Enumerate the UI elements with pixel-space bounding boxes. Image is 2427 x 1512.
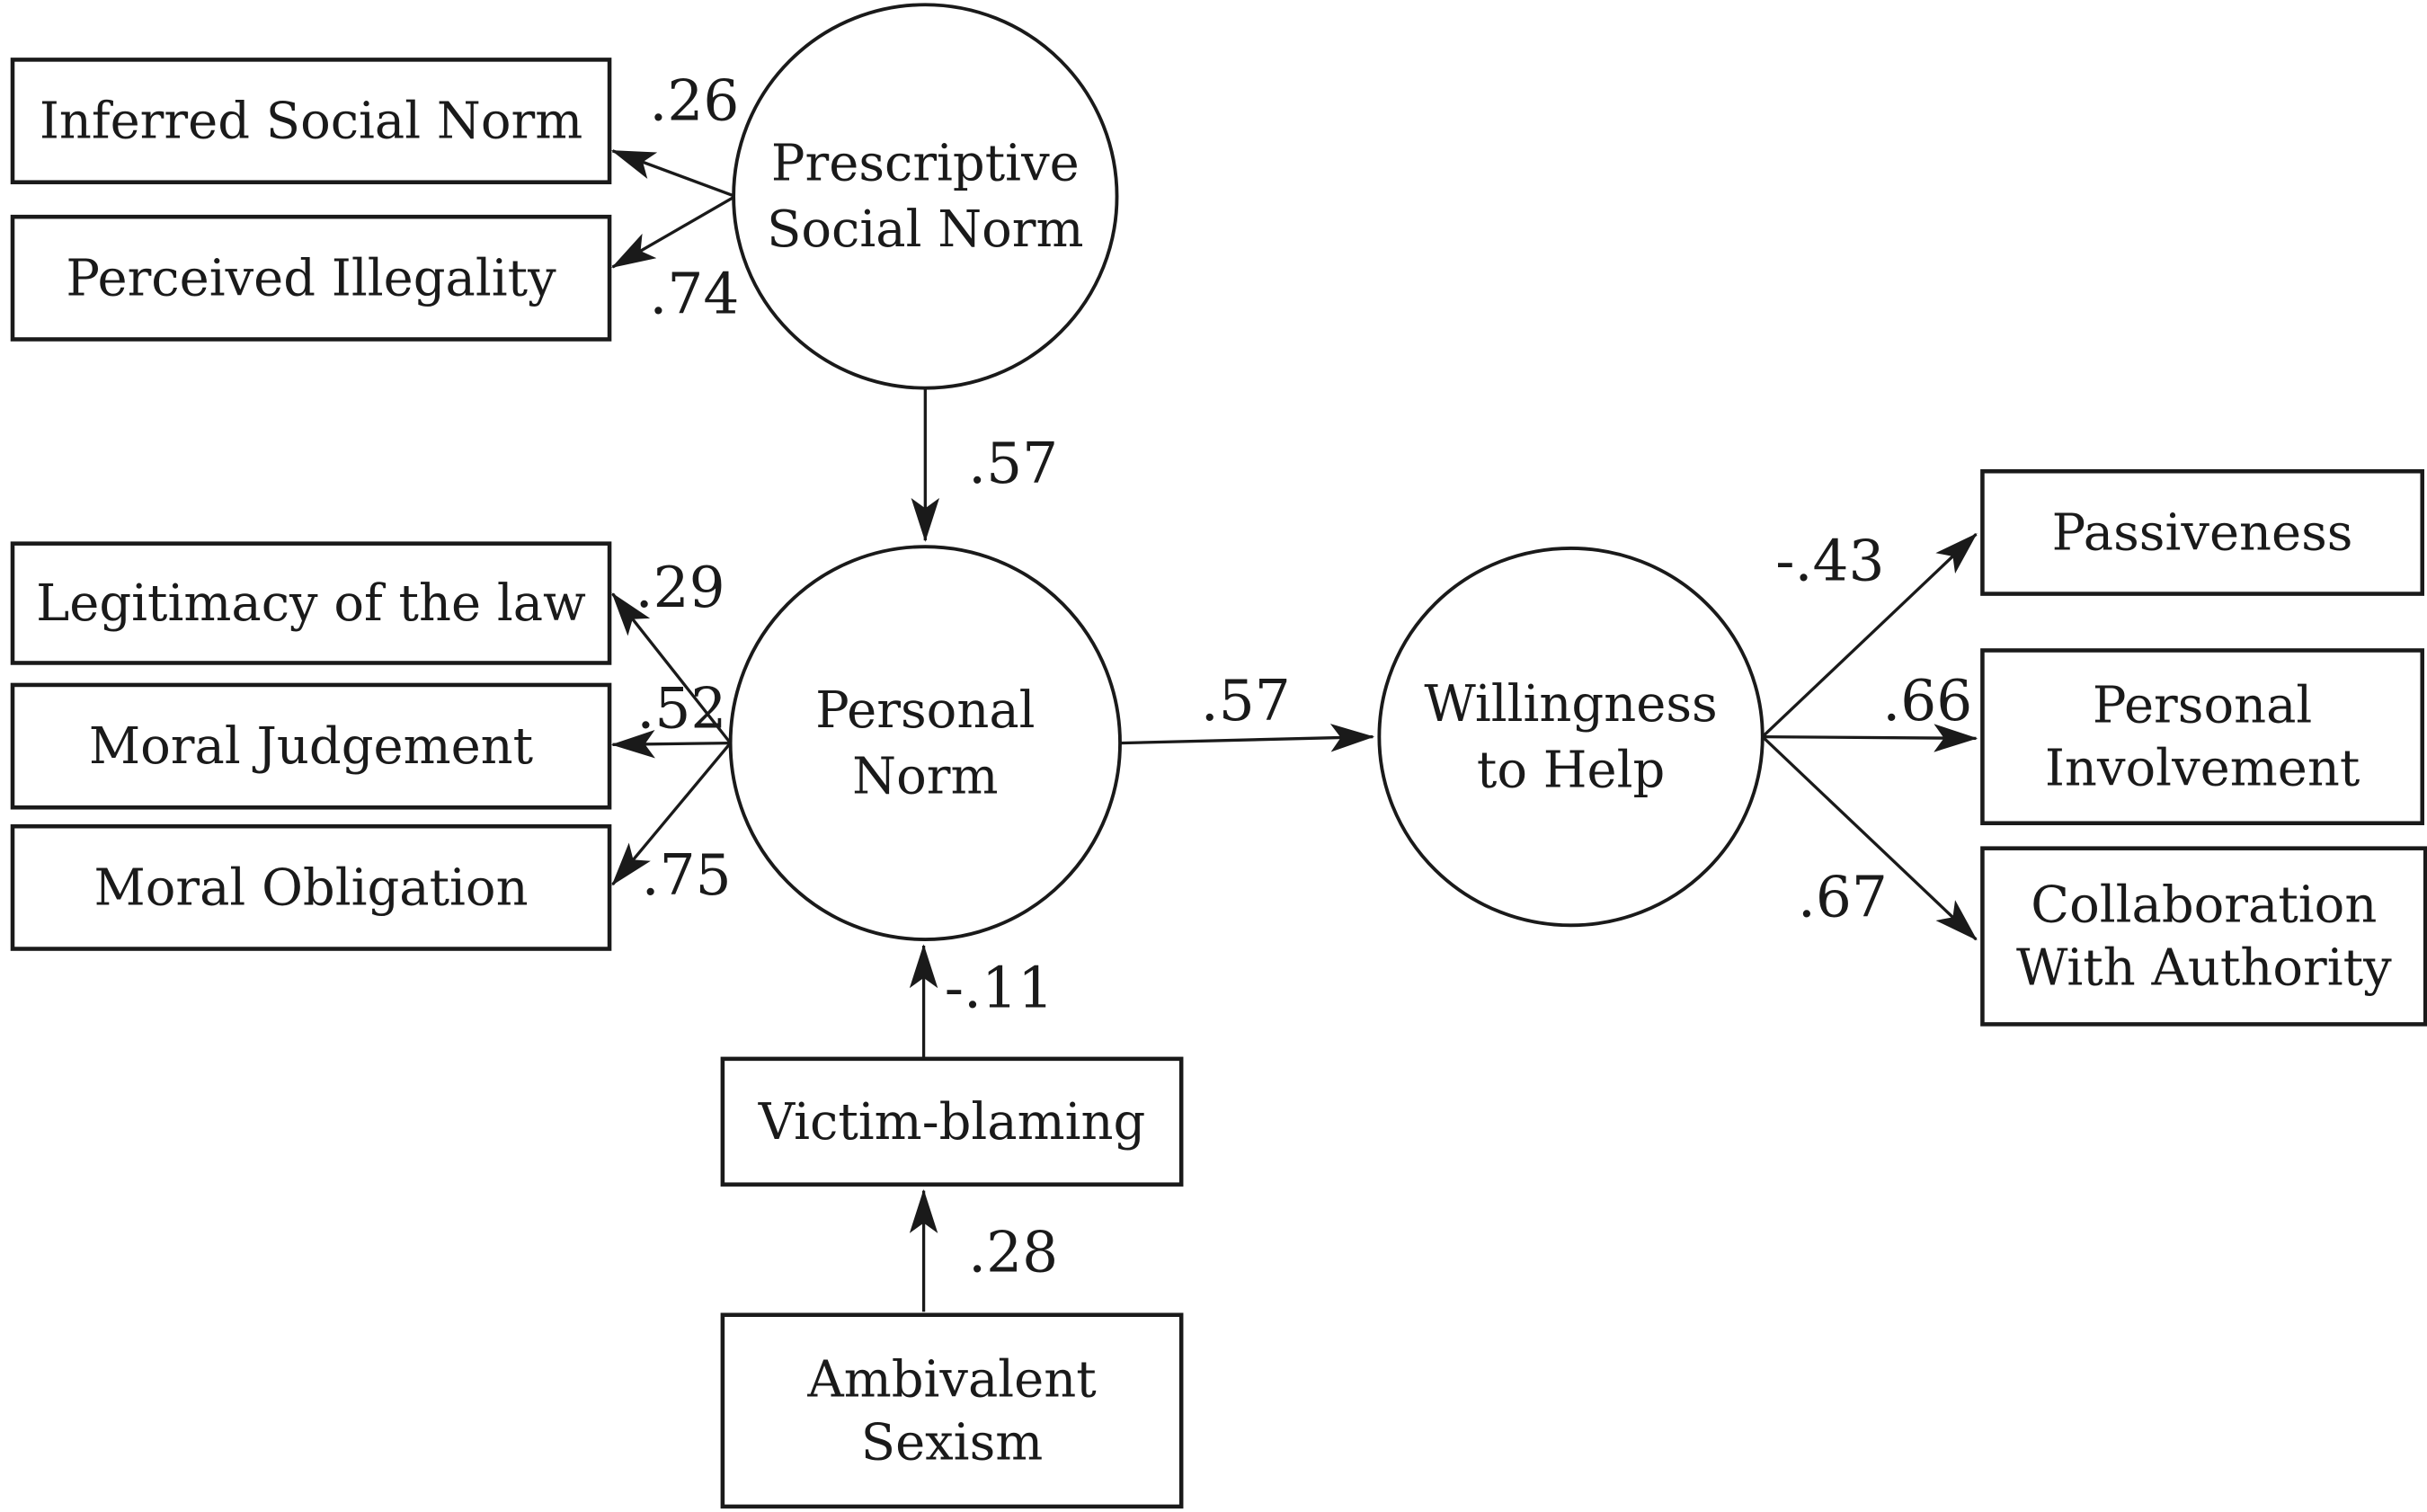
path-prescriptive-social-norm-to-personal-norm: .57 — [911, 387, 1058, 542]
observed-node-moral-judgement: Moral Judgement — [10, 682, 612, 810]
path-coefficient-label: .57 — [1201, 668, 1291, 734]
node-label: Inferred Social Norm — [40, 92, 582, 150]
path-coefficient-label: -.11 — [945, 956, 1053, 1021]
node-label: Moral Obligation — [93, 858, 528, 917]
observed-variable-box — [720, 1312, 1184, 1509]
path-arrow — [611, 592, 732, 744]
observed-node-perceived-illegality: Perceived Illegality — [10, 214, 612, 342]
node-label: Passiveness — [2052, 503, 2353, 562]
path-prescriptive-social-norm-to-perceived-illegality: .74 — [611, 195, 739, 326]
path-coefficient-label: .26 — [649, 67, 739, 133]
path-arrow — [1119, 724, 1375, 752]
latent-variable-circle — [728, 545, 1122, 941]
path-arrow — [610, 149, 736, 199]
path-coefficient-label: .75 — [642, 842, 732, 908]
path-ambivalent-sexism-to-victim-blaming: .28 — [909, 1188, 1058, 1312]
path-coefficient-label: .74 — [649, 261, 739, 326]
path-coefficient-label: .52 — [636, 676, 726, 742]
path-willingness-to-help-to-collaboration-with-authority: .67 — [1761, 735, 1978, 941]
latent-variable-circle — [732, 3, 1119, 390]
observed-variable-box — [10, 823, 612, 951]
path-arrow — [1761, 532, 1978, 738]
node-label: Legitimacy of the law — [36, 574, 586, 633]
node-label: Perceived Illegality — [66, 249, 556, 307]
path-arrow — [611, 742, 732, 886]
path-personal-norm-to-willingness-to-help: .57 — [1119, 668, 1375, 752]
observed-node-moral-obligation: Moral Obligation — [10, 823, 612, 951]
path-personal-norm-to-moral-obligation: .75 — [611, 742, 732, 908]
observed-variable-box — [1980, 648, 2425, 825]
observed-variable-box — [1980, 468, 2425, 596]
observed-node-legitimacy-of-the-law: Legitimacy of the law — [10, 541, 612, 665]
path-personal-norm-to-legitimacy-of-the-law: .29 — [611, 555, 732, 744]
observed-variable-box — [720, 1056, 1184, 1187]
path-arrow — [611, 195, 736, 269]
observed-node-victim-blaming: Victim-blaming — [720, 1056, 1184, 1187]
path-willingness-to-help-to-passiveness: -.43 — [1761, 528, 1978, 738]
path-coefficient-label: .67 — [1798, 864, 1888, 929]
path-coefficient-label: .57 — [968, 431, 1058, 496]
path-coefficient-label: .66 — [1882, 668, 1972, 734]
path-coefficient-label: .29 — [636, 555, 725, 620]
observed-node-passiveness: Passiveness — [1980, 468, 2425, 596]
observed-variable-box — [1980, 846, 2427, 1027]
path-willingness-to-help-to-personal-involvement: .66 — [1762, 668, 1978, 752]
latent-variable-circle — [1377, 546, 1765, 928]
path-arrow — [1761, 735, 1978, 941]
path-personal-norm-to-moral-judgement: .52 — [610, 676, 731, 759]
node-label: Moral Judgement — [89, 717, 534, 776]
path-coefficient-label: -.43 — [1775, 528, 1884, 593]
observed-variable-box — [10, 541, 612, 665]
observed-variable-box — [10, 58, 612, 184]
path-victim-blaming-to-personal-norm: -.11 — [909, 944, 1053, 1059]
path-arrow — [610, 729, 731, 759]
node-label: Victim-blaming — [758, 1092, 1146, 1151]
observed-variable-box — [10, 214, 612, 342]
path-prescriptive-social-norm-to-inferred-social-norm: .26 — [610, 67, 739, 199]
observed-node-inferred-social-norm: Inferred Social Norm — [10, 58, 612, 184]
path-coefficient-label: .28 — [968, 1219, 1058, 1285]
path-arrow — [1762, 724, 1978, 752]
observed-variable-box — [10, 682, 612, 810]
